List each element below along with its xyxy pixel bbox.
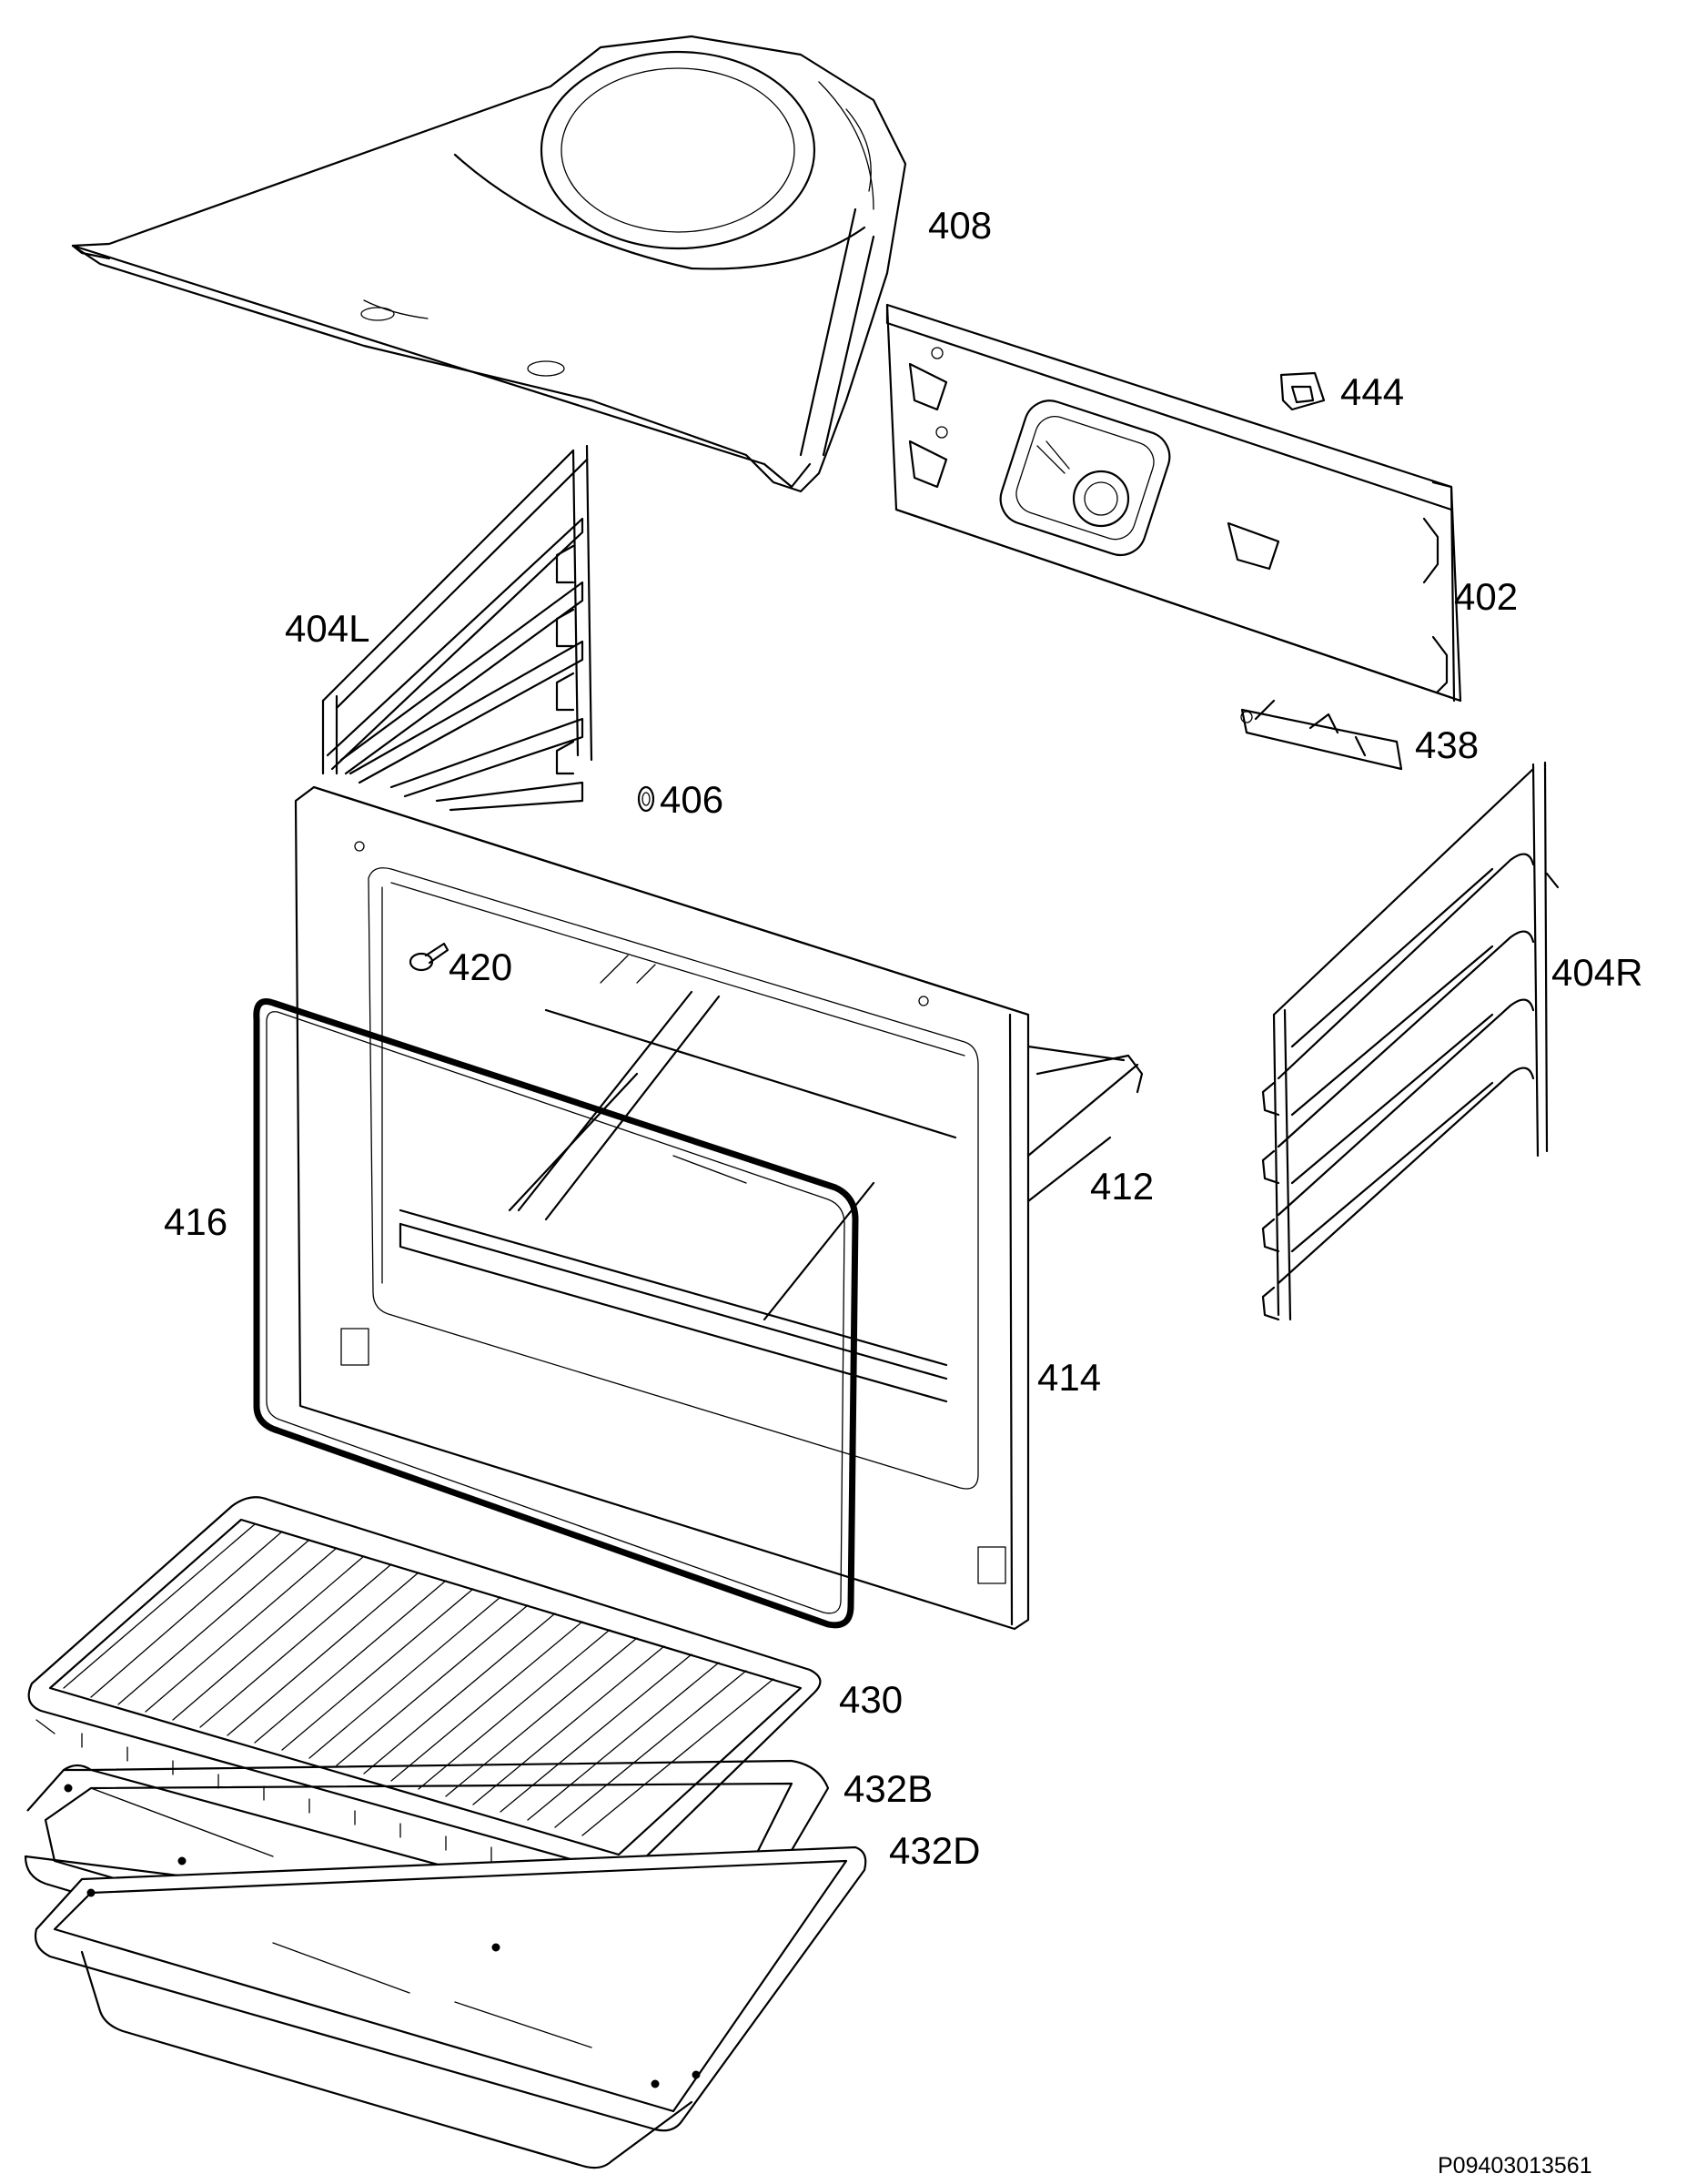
callout-416: 416 <box>164 1200 227 1243</box>
part-432D-deep-tray <box>34 1845 867 2169</box>
part-404R-right-shelf-support <box>1261 761 1560 1321</box>
part-408-fan-cover <box>71 35 907 493</box>
part-444-cap <box>1279 371 1326 411</box>
callout-402: 402 <box>1454 575 1518 618</box>
callout-438: 438 <box>1415 723 1479 766</box>
part-414-cavity-frame <box>294 785 1144 1631</box>
callout-404R: 404R <box>1551 951 1642 994</box>
callout-432B: 432B <box>843 1767 933 1810</box>
callout-444: 444 <box>1340 370 1404 413</box>
part-438-bracket <box>1240 699 1403 771</box>
callout-414: 414 <box>1037 1356 1101 1399</box>
part-404L-left-shelf-support <box>321 444 593 812</box>
callout-412: 412 <box>1090 1165 1154 1208</box>
drawing-number: P09403013561 <box>1438 2153 1592 2179</box>
part-402-rear-panel <box>885 303 1462 703</box>
callout-430: 430 <box>839 1678 903 1721</box>
callout-404L: 404L <box>285 607 369 650</box>
part-430-wire-shelf <box>27 1496 822 1887</box>
callout-408: 408 <box>928 204 992 247</box>
callout-406: 406 <box>660 778 723 821</box>
callout-420: 420 <box>449 945 512 988</box>
part-416-door-seal <box>253 998 859 1629</box>
part-406-nut <box>637 785 655 813</box>
callout-432D: 432D <box>889 1829 980 1872</box>
part-420-screw <box>409 942 450 972</box>
